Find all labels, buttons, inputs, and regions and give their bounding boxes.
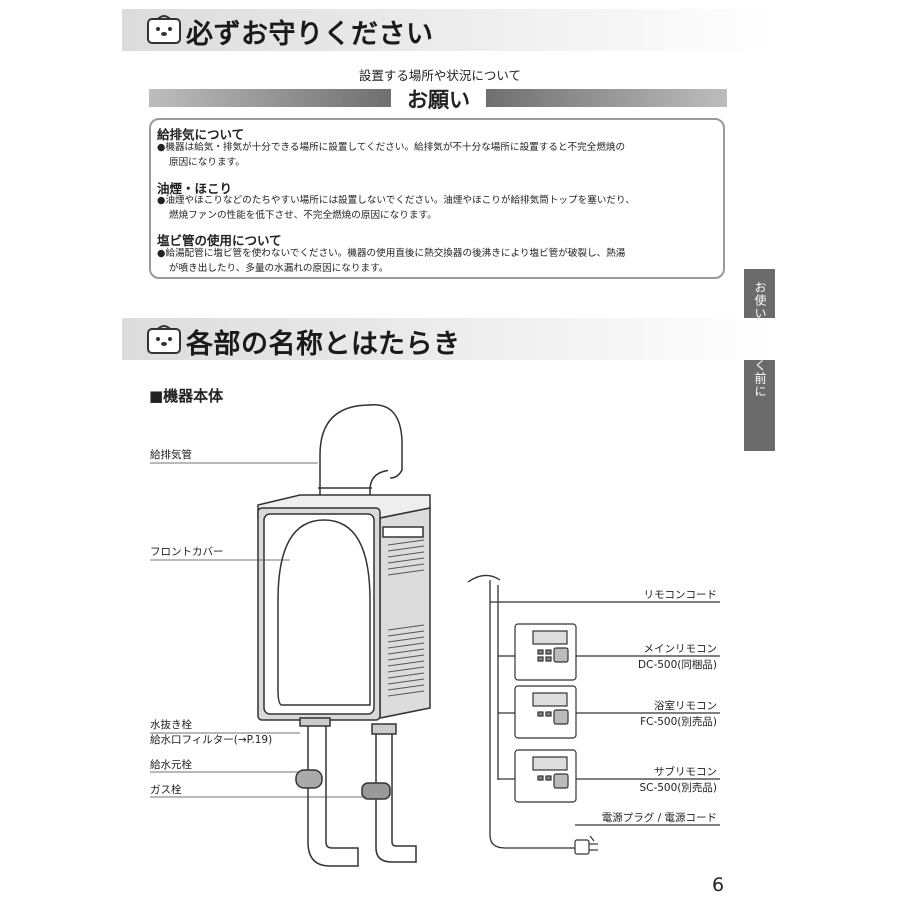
section-title-parts: 各部の名称とはたらき <box>186 329 461 360</box>
notice-subheading: 設置する場所や状況について <box>358 68 522 83</box>
power-plug-icon <box>574 835 598 855</box>
label-inlet-filter: 給水口フィルター(→P.19) <box>150 734 273 746</box>
notice-line: 原因になります。 <box>169 157 245 168</box>
label-sub-remote-model: SC-500(別売品) <box>639 782 717 794</box>
page-number: 6 <box>712 874 725 896</box>
label-main-remote-model: DC-500(同梱品) <box>638 659 717 671</box>
notice-heading: 給排気について <box>157 127 245 142</box>
notice-text: ●油煙やほこりなどのたちやすい場所には設置しないでください。油煙やほこりが給排気… <box>157 193 635 223</box>
exhaust-pipe <box>318 404 403 506</box>
notice-heading: 塩ビ管の使用について <box>157 233 282 248</box>
pipes <box>295 717 417 867</box>
label-water-valve: 給水元栓 <box>150 759 192 771</box>
label-drain-plug: 水抜き栓 <box>150 719 192 731</box>
notice-text: ●機器は給気・排気が十分できる場所に設置してください。給排気が不十分な場所に設置… <box>157 140 625 170</box>
notice-text: ●給湯配管に塩ビ管を使わないでください。機器の使用直後に熱交換器の後沸きにより塩… <box>157 246 625 276</box>
banner-bar-left <box>149 89 391 107</box>
banner-bar-right <box>486 89 727 107</box>
notice-line: ●給湯配管に塩ビ管を使わないでください。機器の使用直後に熱交換器の後沸きにより塩… <box>157 248 626 259</box>
label-sub-remote: サブリモコン <box>654 766 717 778</box>
notice-line: ●油煙やほこりなどのたちやすい場所には設置しないでください。油煙やほこりが給排気… <box>157 195 635 206</box>
remote-cords <box>467 574 720 849</box>
label-remote-cord: リモコンコード <box>643 589 718 601</box>
notice-box: 給排気について ●機器は給気・排気が十分できる場所に設置してください。給排気が不… <box>149 118 725 279</box>
remote-bath <box>514 685 577 739</box>
label-main-remote: メインリモコン <box>643 643 718 655</box>
notice-line: が噴き出したり、多量の水漏れの原因になります。 <box>169 263 389 274</box>
section-header-band-2 <box>122 318 775 360</box>
notice-banner: お願い <box>407 88 470 112</box>
section-title-safety: 必ずお守りください <box>186 19 434 50</box>
unit-body <box>257 494 431 721</box>
notice-line: ●機器は給気・排気が十分できる場所に設置してください。給排気が不十分な場所に設置… <box>157 142 626 153</box>
remote-main <box>514 623 577 681</box>
subsection-title: ■機器本体 <box>149 387 224 405</box>
notice-line: 燃焼ファンの性能を低下させ、不完全燃焼の原因になります。 <box>169 210 437 221</box>
bear-icon <box>147 15 181 44</box>
label-gas-valve: ガス栓 <box>150 784 182 796</box>
label-front-cover: フロントカバー <box>150 546 224 558</box>
vent-slots <box>387 539 425 697</box>
label-exhaust-pipe: 給排気管 <box>150 449 192 461</box>
remote-sub <box>514 749 577 803</box>
leader-lines <box>150 462 366 798</box>
notice-heading: 油煙・ほこり <box>157 181 233 196</box>
label-bath-remote-model: FC-500(別売品) <box>640 716 717 728</box>
label-power: 電源プラグ / 電源コード <box>601 812 717 824</box>
bear-icon <box>147 325 181 354</box>
label-bath-remote: 浴室リモコン <box>654 700 717 712</box>
section-header-band-1 <box>122 9 775 51</box>
